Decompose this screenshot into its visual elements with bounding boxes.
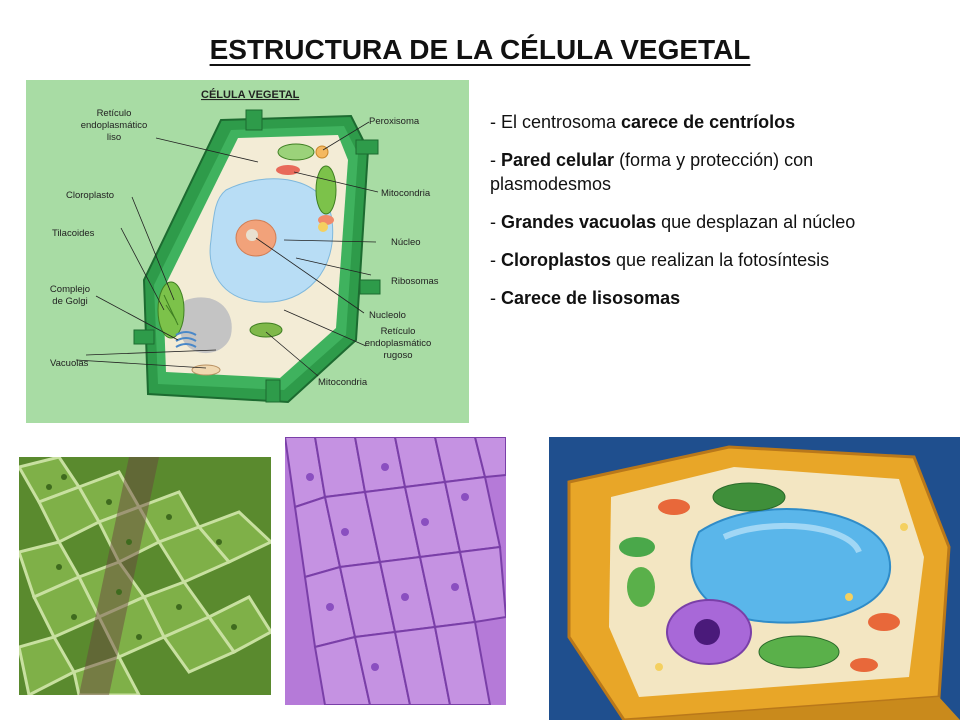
label-reticulo-rugoso: Retículo <box>381 326 416 337</box>
svg-text:endoplasmático: endoplasmático <box>365 338 432 349</box>
label-golgi: Complejo <box>50 284 90 295</box>
slide-title: ESTRUCTURA DE LA CÉLULA VEGETAL <box>209 34 751 65</box>
svg-text:endoplasmático: endoplasmático <box>81 120 148 131</box>
svg-text:rugoso: rugoso <box>383 350 412 361</box>
plant-cell-diagram: CÉLULA VEGETAL Re <box>26 80 469 423</box>
nucleolus <box>246 229 258 241</box>
label-vacuolas: Vacuolas <box>50 358 89 369</box>
svg-text:liso: liso <box>107 132 121 143</box>
label-tilacoides: Tilacoides <box>52 228 95 239</box>
micrograph-green-cells <box>19 457 271 695</box>
label-ribosomas: Ribosomas <box>391 276 439 287</box>
label-mitocondria-top: Mitocondria <box>381 188 431 199</box>
bullet-cloroplastos: - Cloroplastos que realizan la fotosínte… <box>490 250 830 270</box>
label-nucleo: Núcleo <box>391 237 421 248</box>
label-nucleolo: Nucleolo <box>369 310 406 321</box>
svg-text:de Golgi: de Golgi <box>52 296 87 307</box>
bullet-pared-celular: - Pared celular (forma y protección) con… <box>490 150 814 194</box>
label-peroxisoma: Peroxisoma <box>369 116 420 127</box>
micrograph-purple-cells <box>285 437 506 705</box>
plant-cell-3d-model <box>549 437 960 720</box>
label-mitocondria-bottom: Mitocondria <box>318 377 368 388</box>
bullet-lisosomas: - Carece de lisosomas <box>490 288 681 308</box>
label-reticulo-liso: Retículo <box>97 108 132 119</box>
feature-list: - El centrosoma carece de centríolos - P… <box>490 110 930 324</box>
bullet-vacuolas: - Grandes vacuolas que desplazan al núcl… <box>490 212 856 232</box>
bullet-centrosoma: - El centrosoma carece de centríolos <box>490 112 796 132</box>
label-cloroplasto: Cloroplasto <box>66 190 114 201</box>
diagram-heading: CÉLULA VEGETAL <box>201 88 300 101</box>
